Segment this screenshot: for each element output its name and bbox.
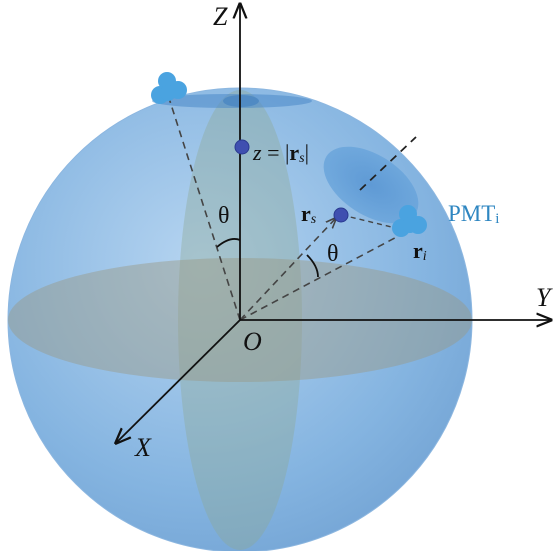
y-axis-label: Y — [536, 283, 553, 312]
z-point — [234, 139, 250, 155]
pmt-label: PMTi — [448, 201, 499, 227]
dashed-origin-to-top-pmt — [167, 94, 241, 321]
ri-label: ri — [413, 238, 427, 264]
origin-label: O — [243, 327, 262, 356]
pmt-icon — [392, 205, 427, 237]
theta-left-label: θ — [218, 203, 230, 229]
detector-region — [323, 146, 419, 224]
z-equation-label: z = |rs| — [252, 140, 309, 166]
rs-label: rs — [301, 201, 317, 227]
z-axis-label: Z — [213, 2, 228, 31]
pmt-icon — [151, 72, 187, 104]
theta-arc-right — [306, 254, 319, 278]
theta-right-label: θ — [327, 241, 339, 267]
top-cap-center — [223, 95, 259, 107]
x-axis-label: X — [134, 433, 152, 462]
theta-arc-left — [216, 238, 241, 248]
x-axis — [116, 319, 241, 443]
dashed-origin-to-ri — [239, 230, 409, 321]
rs-point — [333, 207, 349, 223]
